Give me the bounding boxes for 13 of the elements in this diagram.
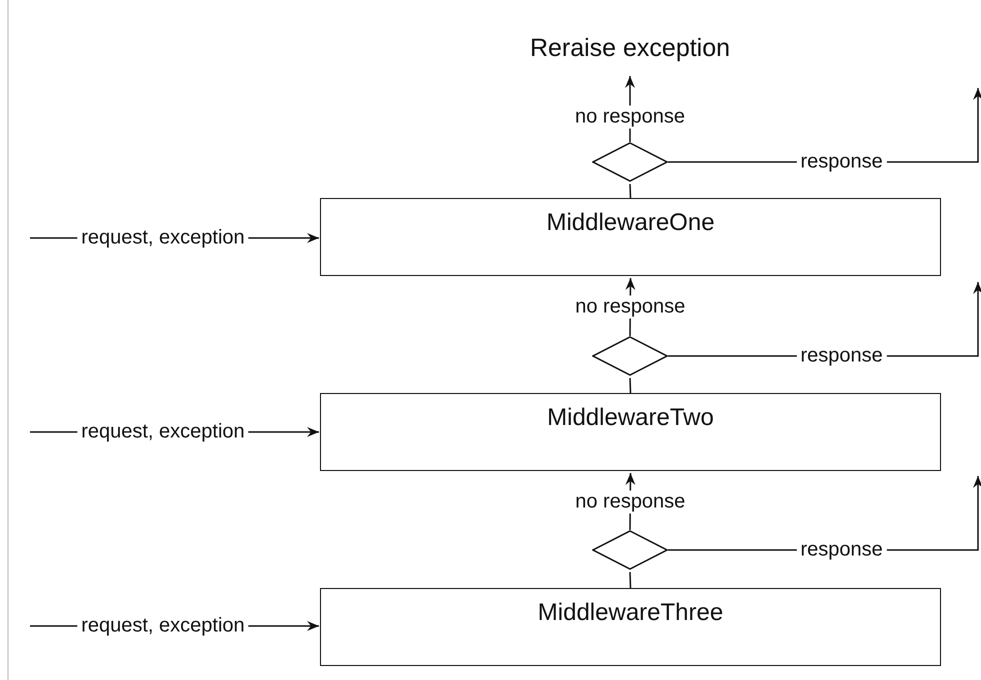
connector-line [629,378,632,394]
edge-label: request, exception [77,226,249,250]
outcome-text: Reraise exception [500,34,760,74]
box-title: MiddlewareTwo [547,404,714,432]
box-title: MiddlewareOne [546,209,715,237]
edge-label: request, exception [77,420,249,444]
process-box [320,198,941,276]
process-box [320,588,941,666]
box-title: MiddlewareThree [538,599,724,627]
process-box [320,393,941,471]
connector-line [629,572,632,588]
connector-line [629,184,632,198]
edge-label: request, exception [77,614,249,638]
